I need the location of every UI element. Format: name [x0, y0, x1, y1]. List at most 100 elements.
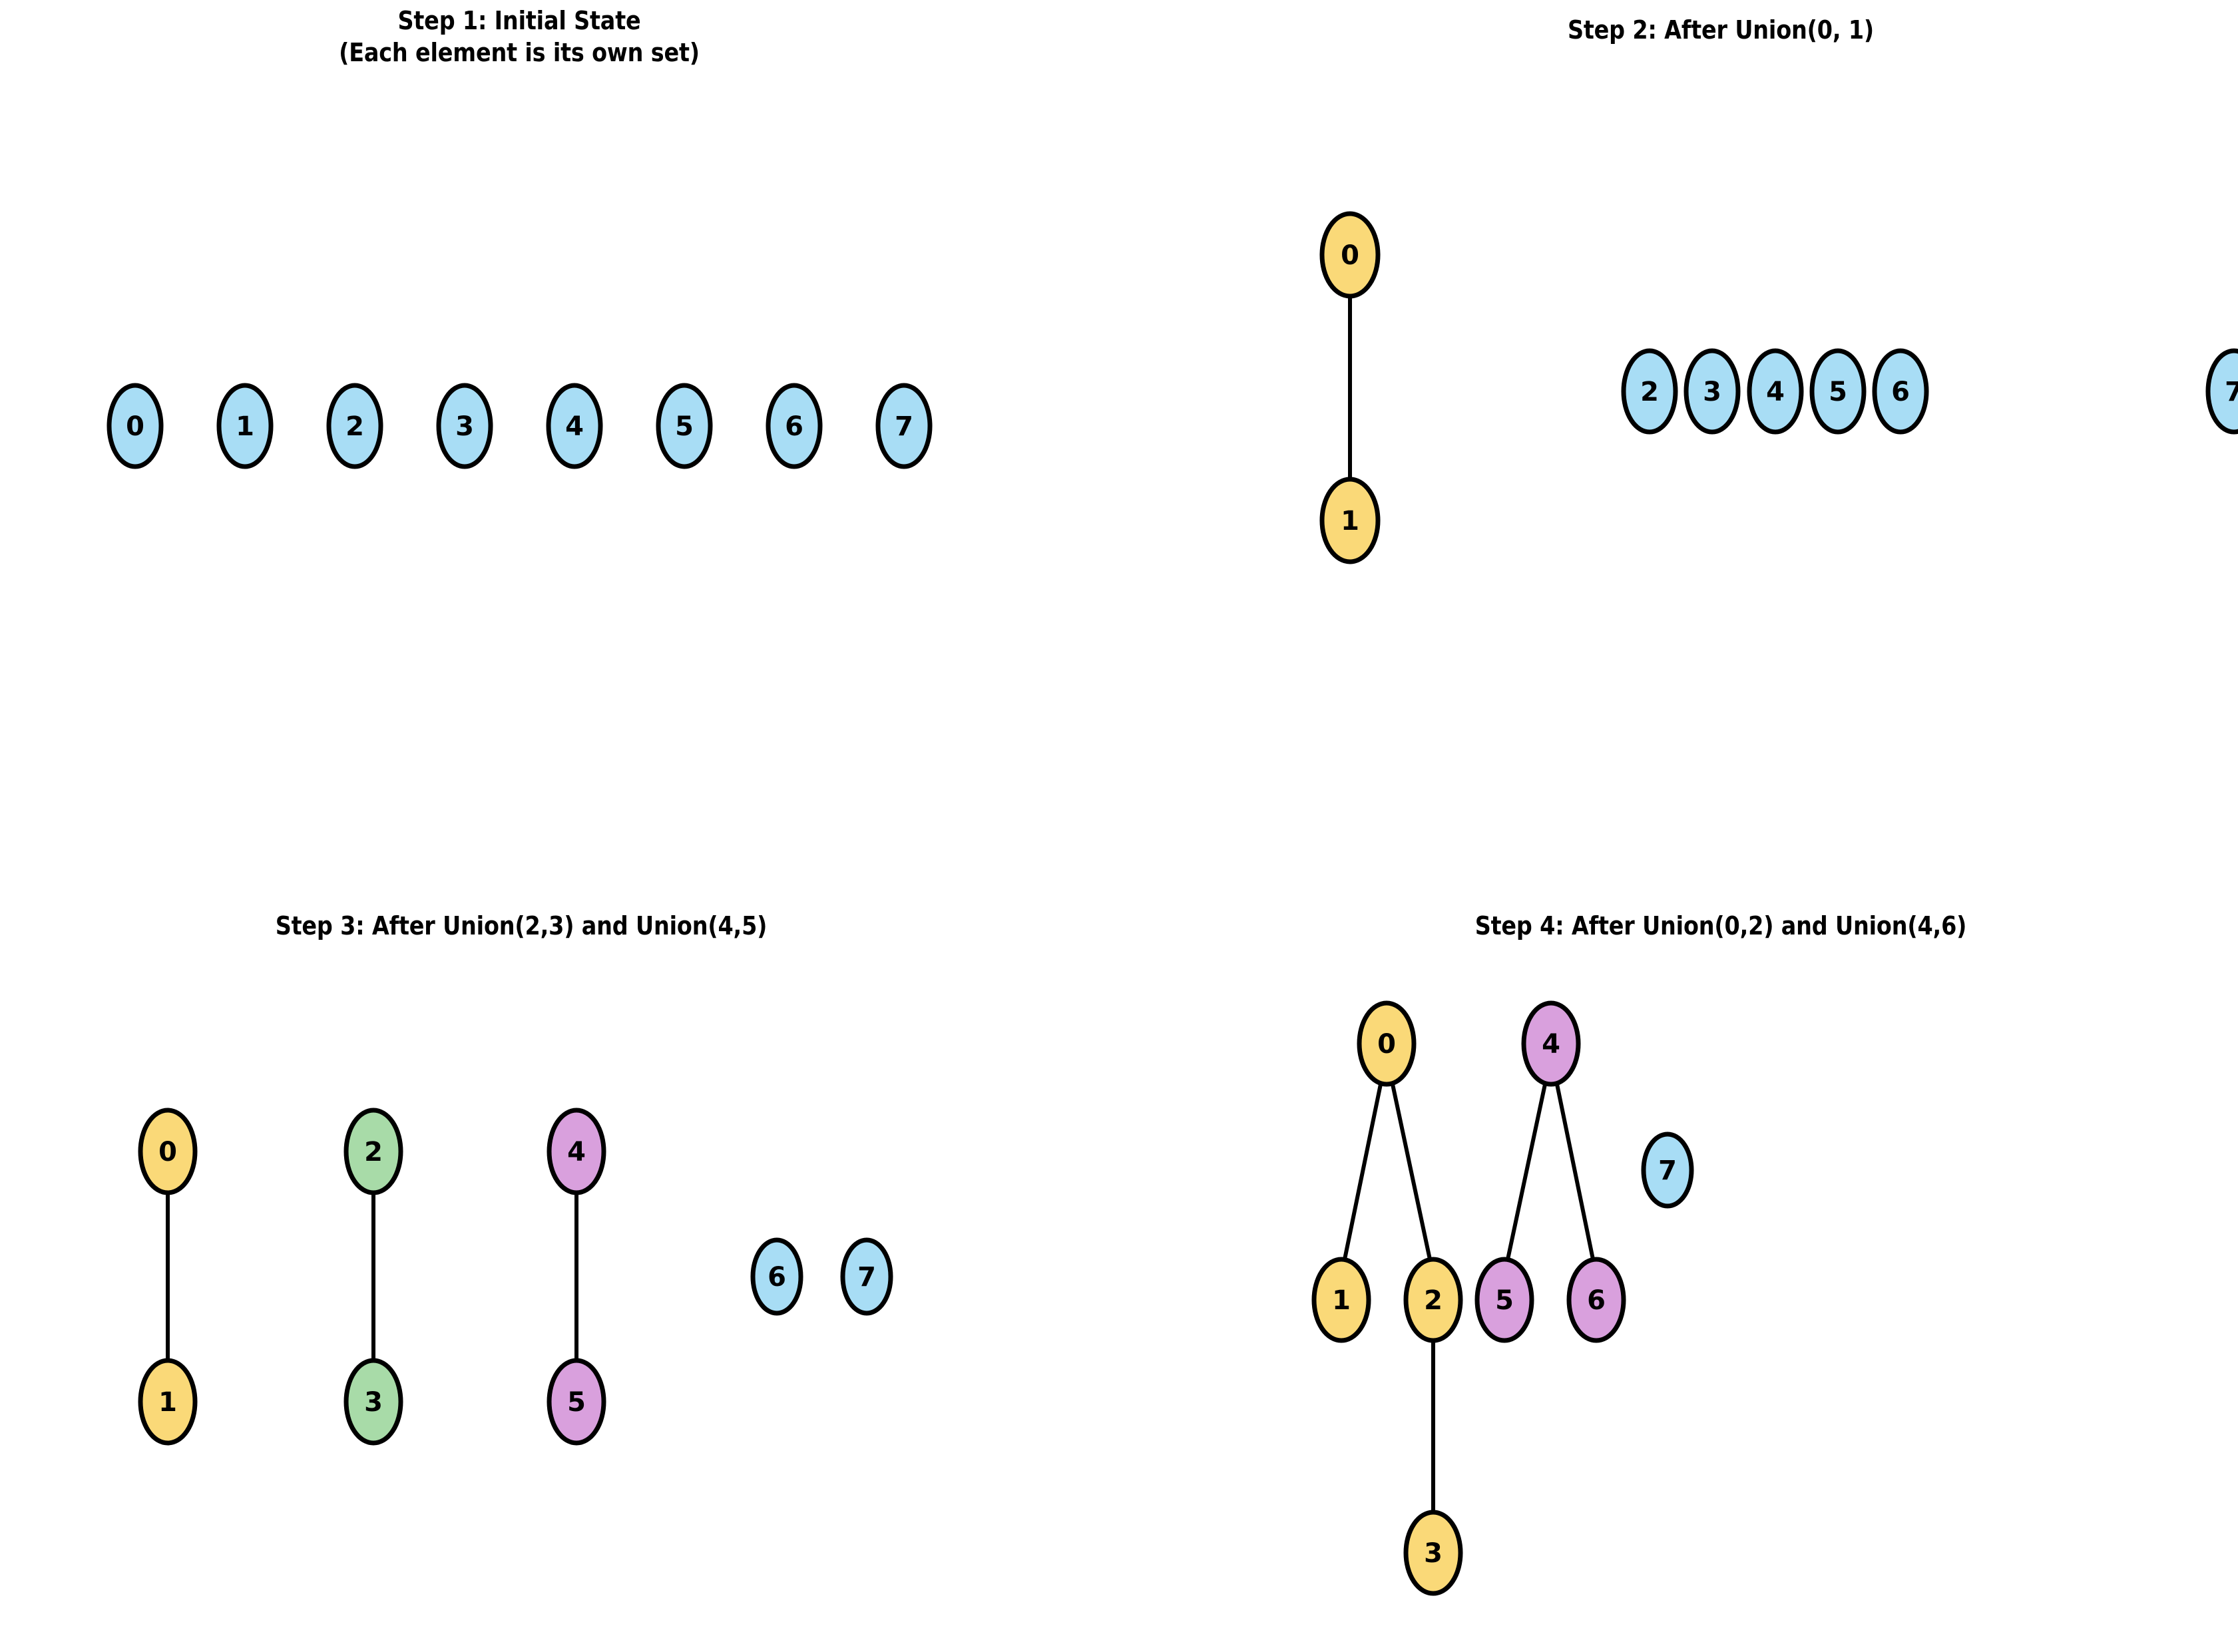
- node-label-1: 1: [1332, 1285, 1351, 1316]
- node-shape-4[interactable]: [547, 1108, 606, 1195]
- node-3[interactable]: 3: [343, 1358, 403, 1446]
- node-label-0: 0: [1377, 1029, 1396, 1060]
- node-shape-5[interactable]: [656, 383, 713, 469]
- node-label-1: 1: [236, 411, 254, 442]
- node-1[interactable]: 1: [138, 1358, 198, 1446]
- edge-0-2: [1391, 1084, 1432, 1260]
- panel-title-step4: Step 4: After Union(0,2) and Union(4,6): [1474, 911, 1967, 940]
- node-label-7: 7: [895, 411, 913, 442]
- node-shape-6[interactable]: [1566, 1257, 1626, 1343]
- node-label-5: 5: [1495, 1285, 1514, 1316]
- node-5[interactable]: 5: [656, 383, 713, 469]
- node-3[interactable]: 3: [1683, 348, 1741, 435]
- node-label-2: 2: [345, 411, 364, 442]
- node-shape-3[interactable]: [343, 1358, 403, 1446]
- node-shape-2[interactable]: [326, 383, 383, 469]
- node-5[interactable]: 5: [1474, 1257, 1534, 1343]
- node-label-2: 2: [364, 1137, 383, 1167]
- node-shape-5[interactable]: [1474, 1257, 1534, 1343]
- node-label-5: 5: [1829, 377, 1847, 407]
- node-7[interactable]: 7: [2205, 348, 2238, 435]
- node-label-7: 7: [857, 1262, 876, 1293]
- node-shape-2[interactable]: [1403, 1257, 1463, 1343]
- node-shape-1[interactable]: [138, 1358, 198, 1446]
- node-7[interactable]: 7: [1641, 1132, 1694, 1209]
- node-0[interactable]: 0: [107, 383, 164, 469]
- node-label-2: 2: [1640, 377, 1659, 407]
- node-shape-6[interactable]: [750, 1237, 803, 1316]
- node-shape-0[interactable]: [1357, 1000, 1417, 1087]
- node-shape-5[interactable]: [547, 1358, 606, 1446]
- node-shape-1[interactable]: [1311, 1257, 1371, 1343]
- node-label-7: 7: [1658, 1155, 1677, 1186]
- node-label-4: 4: [567, 1137, 586, 1167]
- node-1[interactable]: 1: [216, 383, 274, 469]
- node-label-3: 3: [1424, 1538, 1443, 1569]
- node-shape-2[interactable]: [1621, 348, 1678, 435]
- node-1[interactable]: 1: [1311, 1257, 1371, 1343]
- node-2[interactable]: 2: [1403, 1257, 1463, 1343]
- edge-4-5: [1506, 1084, 1547, 1260]
- node-4[interactable]: 4: [546, 383, 603, 469]
- node-0[interactable]: 0: [138, 1108, 198, 1195]
- node-shape-6[interactable]: [1872, 348, 1929, 435]
- node-5[interactable]: 5: [1809, 348, 1867, 435]
- node-3[interactable]: 3: [1403, 1510, 1463, 1596]
- node-shape-0[interactable]: [138, 1108, 198, 1195]
- panel-title-step1: Step 1: Initial State (Each element is i…: [339, 6, 700, 67]
- node-6[interactable]: 6: [750, 1237, 803, 1316]
- node-label-7: 7: [2225, 377, 2238, 407]
- node-2[interactable]: 2: [343, 1108, 403, 1195]
- node-label-3: 3: [364, 1387, 383, 1418]
- node-label-1: 1: [1341, 506, 1359, 536]
- node-2[interactable]: 2: [326, 383, 383, 469]
- node-shape-3[interactable]: [436, 383, 493, 469]
- panel-title-step2: Step 2: After Union(0, 1): [1567, 15, 1875, 45]
- node-7[interactable]: 7: [875, 383, 933, 469]
- node-label-3: 3: [1703, 377, 1721, 407]
- node-4[interactable]: 4: [547, 1108, 606, 1195]
- node-label-4: 4: [565, 411, 584, 442]
- node-4[interactable]: 4: [1747, 348, 1804, 435]
- node-5[interactable]: 5: [547, 1358, 606, 1446]
- node-shape-7[interactable]: [840, 1237, 893, 1316]
- node-label-3: 3: [455, 411, 474, 442]
- node-2[interactable]: 2: [1621, 348, 1678, 435]
- node-shape-0[interactable]: [107, 383, 164, 469]
- node-shape-6[interactable]: [766, 383, 823, 469]
- node-label-6: 6: [1891, 377, 1910, 407]
- edge-0-1: [1343, 1084, 1383, 1260]
- node-shape-2[interactable]: [343, 1108, 403, 1195]
- node-6[interactable]: 6: [766, 383, 823, 469]
- node-shape-1[interactable]: [1319, 477, 1381, 564]
- node-6[interactable]: 6: [1566, 1257, 1626, 1343]
- panel-title-step3: Step 3: After Union(2,3) and Union(4,5): [275, 911, 768, 940]
- node-shape-5[interactable]: [1809, 348, 1867, 435]
- node-shape-7[interactable]: [875, 383, 933, 469]
- node-4[interactable]: 4: [1521, 1000, 1581, 1087]
- node-6[interactable]: 6: [1872, 348, 1929, 435]
- node-3[interactable]: 3: [436, 383, 493, 469]
- node-shape-3[interactable]: [1403, 1510, 1463, 1596]
- node-shape-3[interactable]: [1683, 348, 1741, 435]
- node-shape-4[interactable]: [1747, 348, 1804, 435]
- node-shape-0[interactable]: [1319, 211, 1381, 299]
- node-shape-4[interactable]: [1521, 1000, 1581, 1087]
- node-label-0: 0: [158, 1137, 177, 1167]
- node-label-5: 5: [567, 1387, 586, 1418]
- node-0[interactable]: 0: [1357, 1000, 1417, 1087]
- node-0[interactable]: 0: [1319, 211, 1381, 299]
- node-shape-7[interactable]: [2205, 348, 2238, 435]
- node-7[interactable]: 7: [840, 1237, 893, 1316]
- node-label-5: 5: [675, 411, 694, 442]
- node-shape-7[interactable]: [1641, 1132, 1694, 1209]
- node-shape-1[interactable]: [216, 383, 274, 469]
- node-1[interactable]: 1: [1319, 477, 1381, 564]
- node-shape-4[interactable]: [546, 383, 603, 469]
- node-label-4: 4: [1542, 1029, 1560, 1060]
- node-label-6: 6: [1587, 1285, 1606, 1316]
